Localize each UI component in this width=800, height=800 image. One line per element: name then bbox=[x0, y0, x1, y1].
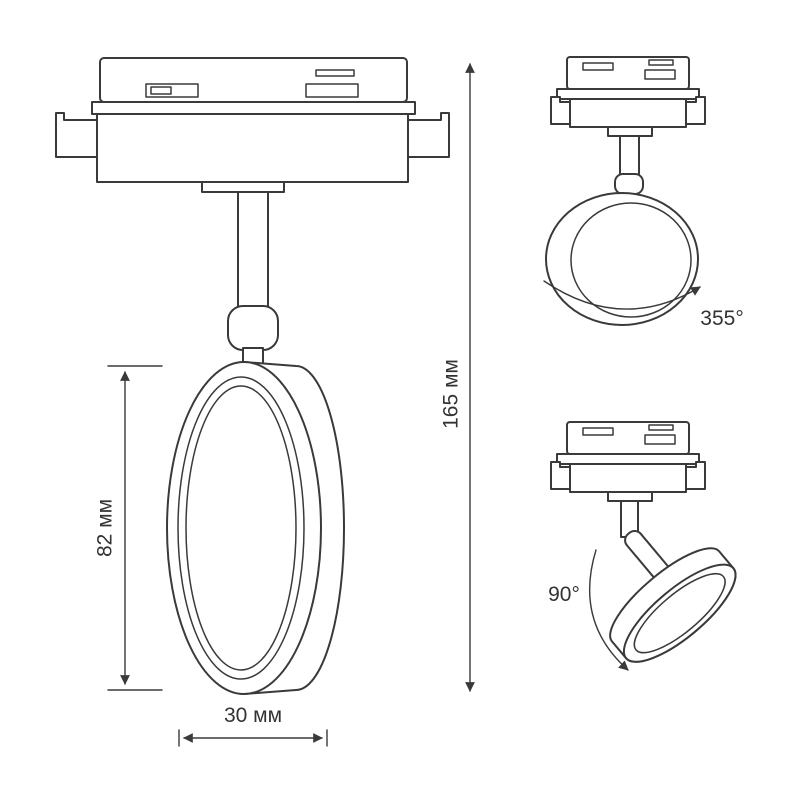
adapter-detail bbox=[648, 59, 674, 66]
adapter-connector bbox=[201, 181, 285, 193]
head-face bbox=[166, 361, 322, 695]
adapter-connector-small bbox=[607, 491, 653, 502]
tilted-head bbox=[609, 547, 737, 663]
adapter-clip-right-small bbox=[685, 96, 706, 125]
adapter-detail bbox=[648, 424, 674, 431]
rotation-arrow bbox=[543, 280, 701, 310]
adapter-detail bbox=[644, 69, 676, 80]
head-rim-inner bbox=[185, 385, 297, 671]
adapter-body-small bbox=[569, 98, 687, 128]
tilt-view: 90° bbox=[548, 421, 737, 671]
stem-joint-small bbox=[614, 173, 644, 195]
adapter-clip-left bbox=[55, 112, 98, 158]
tilt-arrow bbox=[589, 549, 629, 671]
adapter-body-small bbox=[569, 463, 687, 493]
adapter-clip-left-small bbox=[550, 461, 571, 490]
adapter-detail bbox=[582, 427, 614, 436]
adapter-slot-right bbox=[305, 83, 359, 98]
adapter-contact-bar bbox=[315, 69, 355, 77]
tilted-head-rim bbox=[633, 573, 726, 654]
adapter-clip-right bbox=[407, 112, 450, 158]
adapter-connector-small bbox=[607, 126, 653, 137]
adapter-flange-small bbox=[556, 88, 700, 100]
adapter-body bbox=[96, 113, 409, 183]
dim-30-label: 30 мм bbox=[224, 704, 282, 727]
angle-90-label: 90° bbox=[548, 583, 580, 606]
adapter-slot-left-detail bbox=[150, 86, 172, 95]
rotation-view: 355° bbox=[543, 56, 744, 330]
stem bbox=[237, 191, 269, 309]
adapter-clip-right-small bbox=[685, 461, 706, 490]
front-view bbox=[55, 57, 450, 695]
adapter-detail bbox=[582, 62, 614, 71]
dimensions: 82 мм 165 мм 30 мм bbox=[94, 63, 475, 747]
angle-355-label: 355° bbox=[700, 307, 743, 330]
head-rim-outer bbox=[177, 376, 305, 680]
adapter-clip-left-small bbox=[550, 96, 571, 125]
stem-joint bbox=[227, 305, 279, 351]
adapter-flange-small bbox=[556, 453, 700, 465]
adapter-detail bbox=[644, 434, 676, 445]
tilted-head-face bbox=[622, 563, 737, 663]
dim-165-label: 165 мм bbox=[440, 359, 463, 429]
adapter-flange bbox=[91, 101, 416, 115]
rotating-head-rim bbox=[570, 202, 692, 318]
dim-82-label: 82 мм bbox=[94, 499, 117, 557]
rotating-head bbox=[545, 192, 699, 326]
stem-small bbox=[619, 135, 640, 179]
